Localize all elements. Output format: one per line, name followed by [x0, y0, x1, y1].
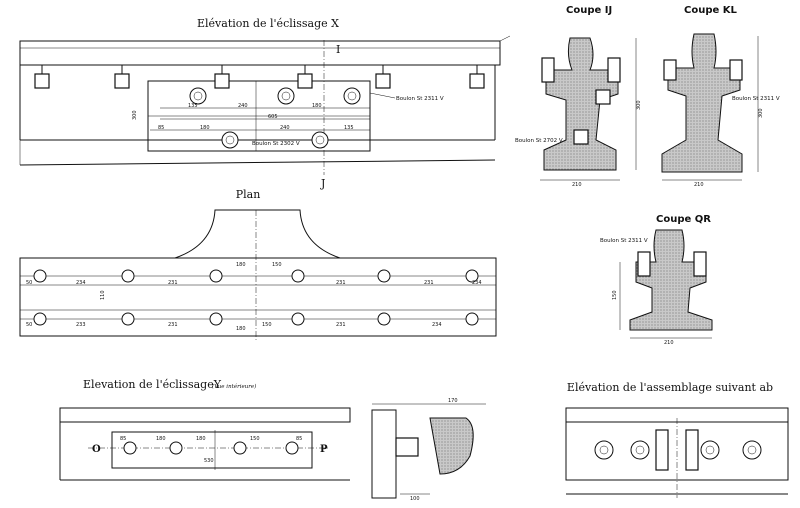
svg-text:110: 110	[100, 290, 106, 300]
plan-rail	[19, 257, 497, 337]
svg-text:300: 300	[132, 110, 138, 120]
flange-bolts	[34, 65, 485, 89]
svg-text:170: 170	[448, 398, 458, 404]
elevation-x-title: Elévation de l'éclissage X	[197, 17, 339, 30]
svg-text:180: 180	[196, 436, 206, 442]
section-kl-title: Coupe KL	[684, 5, 737, 16]
svg-text:50: 50	[26, 280, 32, 286]
svg-text:210: 210	[664, 340, 674, 346]
svg-text:233: 233	[76, 322, 86, 328]
svg-text:231: 231	[168, 322, 178, 328]
plan-title: Plan	[236, 188, 261, 201]
svg-text:234: 234	[472, 280, 482, 286]
svg-text:85: 85	[158, 125, 164, 131]
svg-text:210: 210	[572, 182, 582, 188]
svg-text:300: 300	[758, 108, 764, 118]
section-qr: Coupe QR 210 150 Boulon St 2311 V	[600, 214, 713, 346]
section-kl: Coupe KL 210 300 Boulon St 2311 V	[661, 5, 780, 188]
rail-profile-ij	[543, 37, 619, 171]
assembly-title: Elévation de l'assemblage suivant ab	[567, 381, 773, 394]
bolt-callout-2311-qr: Boulon St 2311 V	[600, 238, 648, 244]
plan-bolt-holes	[33, 269, 479, 326]
svg-text:150: 150	[262, 322, 272, 328]
elevation-y-view: Elevation de l'éclissageY (Vue intérieur…	[59, 378, 486, 502]
bolt-callout-2302: Boulon St 2302 V	[252, 141, 300, 147]
svg-text:180: 180	[156, 436, 166, 442]
section-y-side	[371, 409, 397, 499]
bolt-callout-2311-kl: Boulon St 2311 V	[732, 96, 780, 102]
rail-profile-qr	[629, 229, 713, 331]
svg-text:530: 530	[204, 458, 214, 464]
assembly-view: Elévation de l'assemblage suivant ab	[565, 381, 789, 498]
section-ij: Coupe IJ 210 300 Boulon St 2702 V	[515, 5, 642, 188]
svg-text:85: 85	[120, 436, 126, 442]
svg-text:180: 180	[200, 125, 210, 131]
rail-flange-y	[59, 407, 351, 423]
svg-text:180: 180	[312, 103, 322, 109]
bolt-callout-2702-ij: Boulon St 2702 V	[515, 138, 563, 144]
plate-bolts	[189, 87, 361, 149]
section-qr-title: Coupe QR	[656, 214, 711, 225]
plan-view: Plan 50 234 231 180 150 231 231 234 50 2…	[19, 188, 497, 340]
svg-text:231: 231	[336, 322, 346, 328]
svg-text:85: 85	[296, 436, 302, 442]
svg-text:100: 100	[410, 496, 420, 502]
svg-text:240: 240	[280, 125, 290, 131]
svg-text:231: 231	[336, 280, 346, 286]
rail-profile-kl	[661, 33, 743, 173]
svg-text:135: 135	[344, 125, 354, 131]
rail-flange	[19, 40, 501, 66]
svg-text:180: 180	[236, 262, 246, 268]
svg-text:135: 135	[188, 103, 198, 109]
svg-text:150: 150	[272, 262, 282, 268]
svg-text:150: 150	[612, 290, 618, 300]
elevation-x-view: Elévation de l'éclissage X I J	[19, 17, 511, 190]
elevation-y-title: Elevation de l'éclissageY	[83, 378, 222, 391]
svg-text:180: 180	[236, 326, 246, 332]
point-p: P	[320, 444, 328, 455]
svg-text:231: 231	[168, 280, 178, 286]
svg-text:50: 50	[26, 322, 32, 328]
svg-text:150: 150	[250, 436, 260, 442]
svg-text:231: 231	[424, 280, 434, 286]
svg-text:234: 234	[76, 280, 86, 286]
section-label-j: J	[320, 177, 325, 190]
point-o: O	[92, 444, 101, 455]
section-label-i: I	[336, 43, 340, 56]
section-y-shoe	[429, 417, 474, 475]
svg-text:605: 605	[268, 114, 278, 120]
splice-plate-y	[111, 431, 313, 469]
svg-text:210: 210	[694, 182, 704, 188]
section-ij-title: Coupe IJ	[566, 5, 612, 16]
svg-text:300: 300	[636, 100, 642, 110]
svg-text:240: 240	[238, 103, 248, 109]
svg-text:234: 234	[432, 322, 442, 328]
elevation-y-note: (Vue intérieure)	[212, 383, 256, 390]
bolt-callout-2311-x: Boulon St 2311 V	[396, 96, 444, 102]
plan-bracket	[174, 209, 341, 259]
